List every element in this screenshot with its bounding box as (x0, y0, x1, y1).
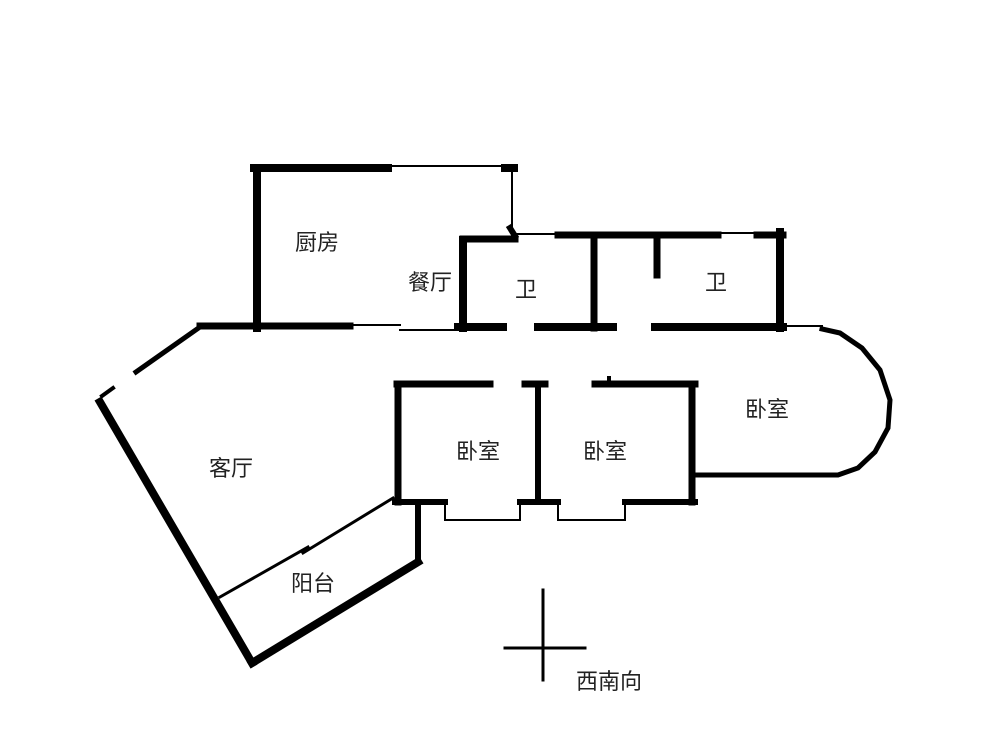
room-label-bedroom3: 卧室 (744, 398, 790, 423)
living-balcony-walls (94, 323, 424, 669)
room-label-living: 客厅 (208, 457, 254, 482)
kitchen-walls (196, 164, 520, 332)
compass-cross-icon (503, 588, 587, 682)
bathroom-walls (454, 228, 787, 332)
room-label-bath1: 卫 (514, 278, 538, 303)
room-label-bath2: 卫 (704, 271, 728, 296)
room-label-dining: 餐厅 (407, 271, 453, 296)
room-label-bedroom2: 卧室 (582, 440, 628, 465)
bedroom3-walls (692, 325, 893, 478)
orientation-label: 西南向 (575, 670, 643, 695)
room-label-kitchen: 厨房 (294, 231, 340, 256)
bedroom-walls (392, 376, 699, 521)
room-label-bedroom1: 卧室 (455, 440, 501, 465)
room-label-balcony: 阳台 (290, 572, 336, 597)
